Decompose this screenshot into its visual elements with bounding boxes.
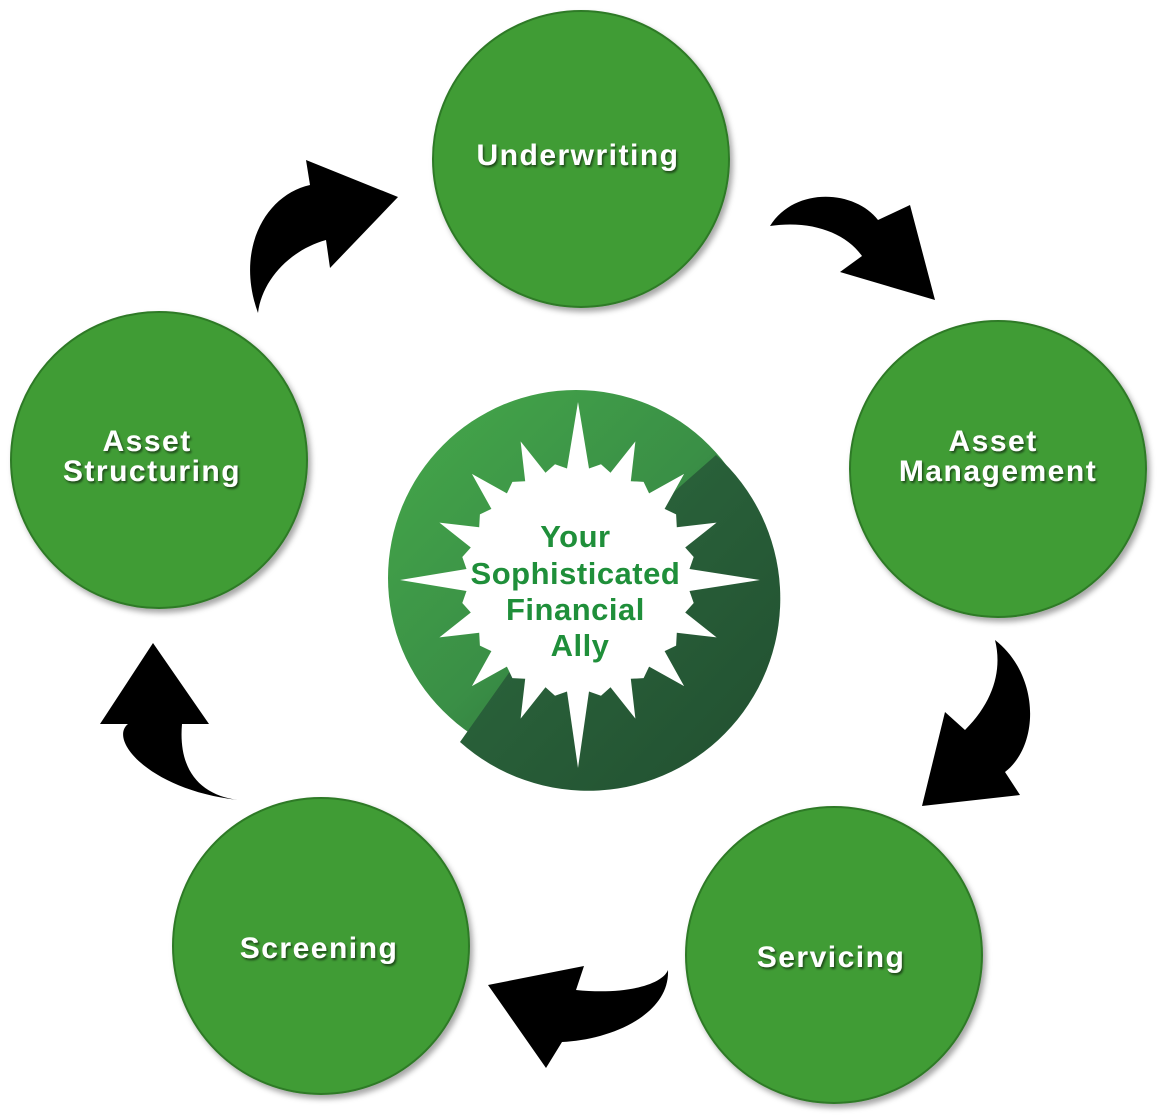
center-label-line-1: Your [540, 519, 610, 554]
node-asset-structuring-label-line-1: Asset [102, 425, 191, 458]
svg-text:Underwriting: Underwriting [477, 139, 680, 172]
node-asset-structuring-label-line-2: Structuring [63, 455, 241, 488]
center-label-line-2: Sophisticated [471, 556, 681, 591]
center-label-line-3: Financial [506, 592, 645, 627]
node-asset-management-label-line-1: Asset [948, 425, 1037, 458]
arrow-asset-structuring-to-underwriting [250, 160, 398, 313]
node-asset-structuring: Asset Structuring [10, 311, 308, 609]
node-screening-circle [172, 797, 470, 1095]
node-screening-label: Screening [240, 932, 399, 965]
svg-text:Your Sophisticated: Your Sophisticated Financial Ally [471, 519, 690, 663]
node-servicing-circle [685, 806, 983, 1104]
node-underwriting: Underwriting [432, 10, 730, 308]
arrow-screening-to-asset-structuring [100, 643, 238, 800]
node-screening: Screening [172, 797, 470, 1095]
arrow-asset-management-to-servicing [922, 640, 1031, 806]
node-servicing-label: Servicing [757, 941, 906, 974]
center-starburst [400, 402, 760, 768]
cycle-arrows [100, 160, 1031, 1068]
node-underwriting-label: Underwriting [477, 139, 680, 172]
svg-text:Asset Structuring: Asset Structuring [63, 425, 241, 488]
arrow-servicing-to-screening [488, 966, 669, 1068]
center-label-line-4: Ally [551, 628, 610, 663]
arrow-underwriting-to-asset-management [770, 196, 935, 300]
center-emblem: Your Sophisticated Financial Ally [388, 390, 781, 791]
node-asset-management: Asset Management [849, 320, 1147, 618]
node-asset-management-circle [849, 320, 1147, 618]
svg-text:Asset Management: Asset Management [899, 425, 1097, 488]
node-asset-management-label-line-2: Management [899, 455, 1097, 488]
node-servicing: Servicing [685, 806, 983, 1104]
node-asset-structuring-circle [10, 311, 308, 609]
node-underwriting-circle [432, 10, 730, 308]
svg-text:Screening: Screening [240, 932, 399, 965]
svg-text:Servicing: Servicing [757, 941, 906, 974]
